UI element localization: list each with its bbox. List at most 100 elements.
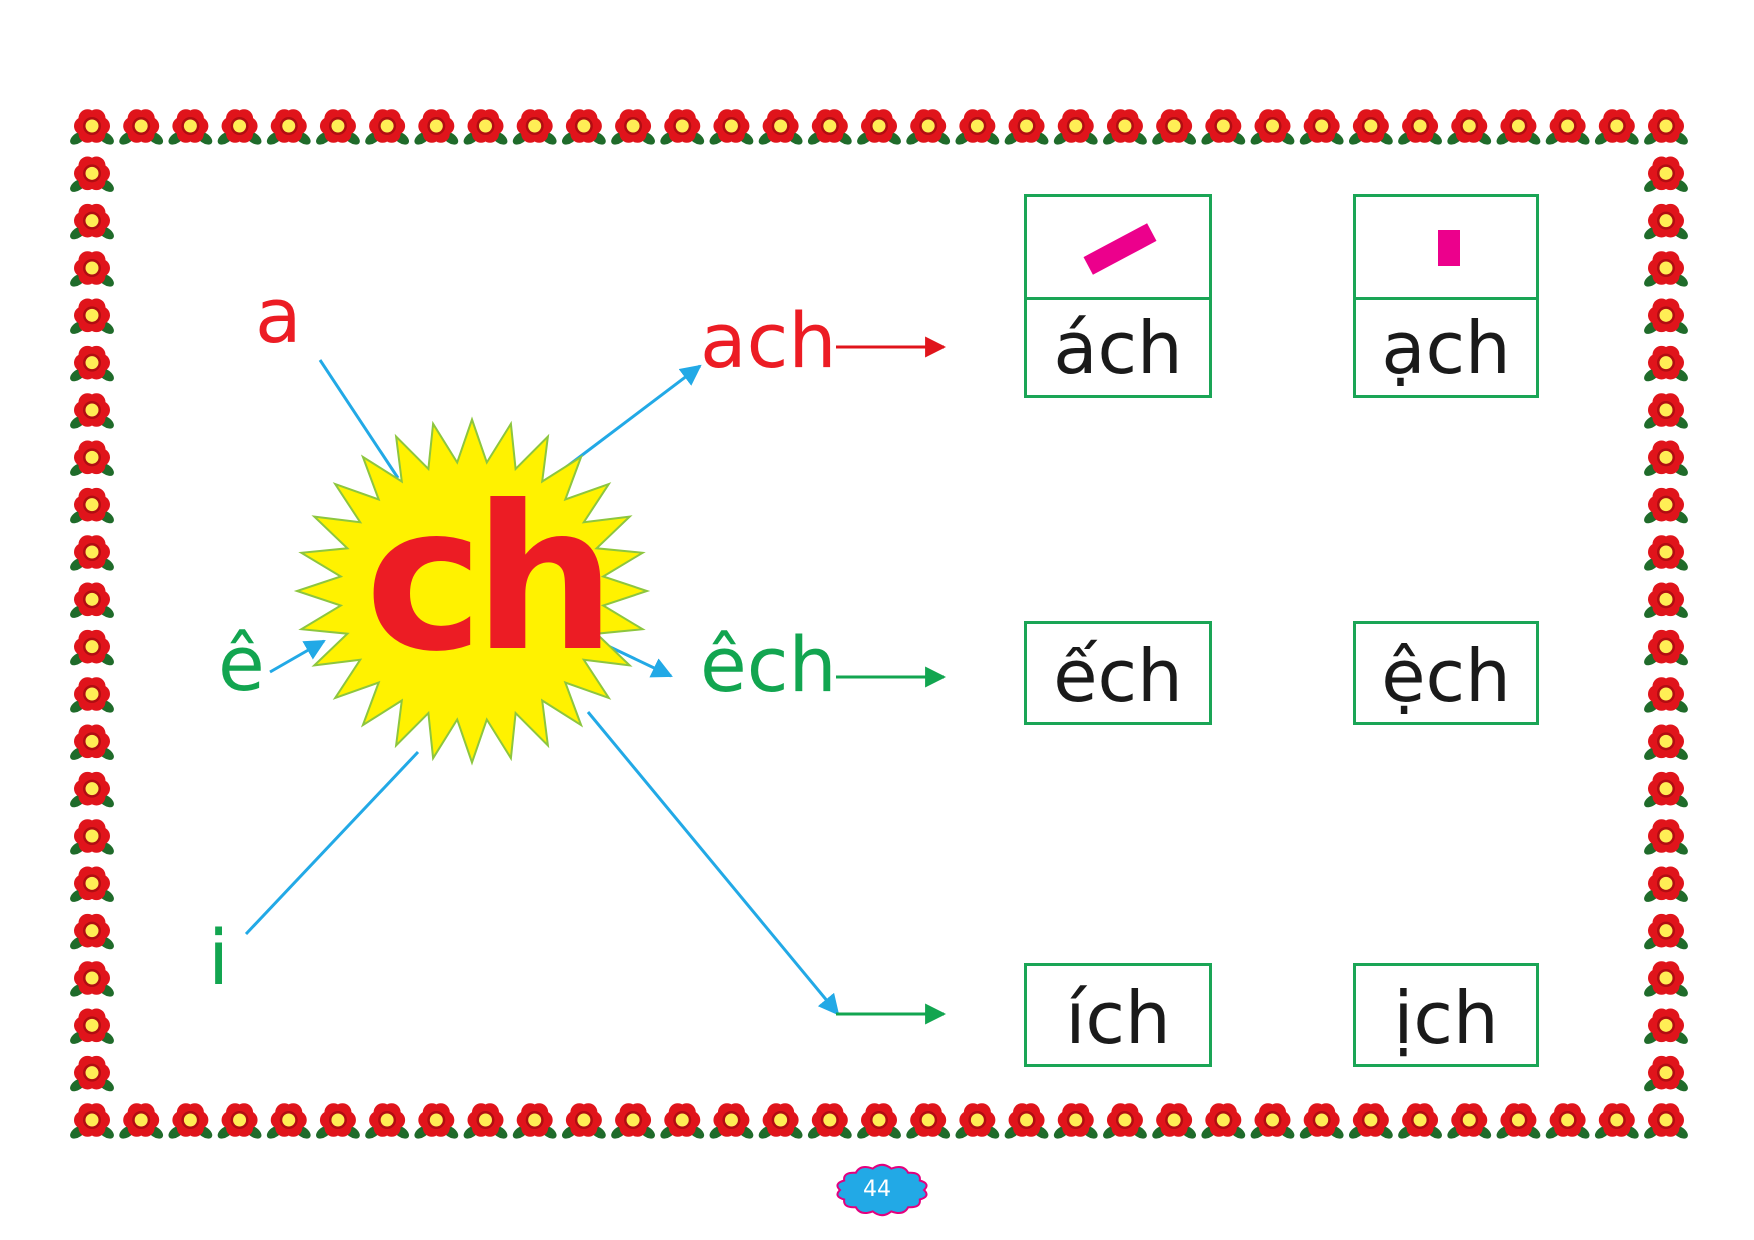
flower-icon	[70, 156, 114, 192]
flower-icon	[1644, 393, 1688, 429]
flower-icon	[365, 109, 410, 145]
flower-icon	[70, 345, 114, 382]
flower-icon	[709, 1103, 754, 1139]
flower-icon	[1644, 677, 1688, 713]
flower-icon	[119, 1103, 164, 1139]
flower-icon	[70, 771, 114, 808]
center-label: ch	[365, 463, 616, 696]
flower-icon	[906, 109, 951, 145]
flower-icon	[70, 535, 114, 571]
flower-icon	[266, 109, 311, 145]
flower-icon	[660, 1103, 705, 1139]
card-ach-sac: ách	[1024, 194, 1212, 398]
flower-icon	[807, 1103, 852, 1139]
flower-icon	[1644, 1055, 1688, 1092]
nang-tone-icon	[1438, 230, 1460, 266]
flower-icon	[512, 109, 557, 145]
syllable-ech: êch	[700, 620, 837, 709]
flower-icon	[217, 109, 262, 145]
flower-icon	[414, 1103, 459, 1139]
flower-icon	[1644, 345, 1688, 382]
flower-icon	[1398, 1103, 1442, 1139]
flower-icon	[168, 109, 213, 145]
flower-icon	[807, 109, 852, 145]
starburst-shape	[293, 416, 651, 766]
flower-icon	[463, 109, 508, 145]
page-badge-icon	[836, 1163, 928, 1217]
flower-icon	[1348, 1103, 1393, 1139]
flower-icon	[1644, 819, 1688, 855]
arrow-to-ich	[586, 711, 840, 1016]
flower-icon	[758, 109, 803, 145]
vowel-a: a	[255, 271, 302, 360]
vowel-i: i	[208, 913, 230, 1002]
flower-icon	[955, 1103, 1000, 1139]
flower-icon	[414, 109, 459, 145]
flower-icon	[512, 1103, 557, 1139]
connector-i	[244, 750, 420, 936]
flower-icon	[217, 1103, 262, 1139]
flower-icon	[1644, 487, 1688, 524]
flower-icon	[1447, 1103, 1492, 1139]
flower-icon	[70, 1008, 114, 1044]
flower-icon	[709, 109, 754, 145]
flower-icon	[70, 677, 114, 713]
flower-icon	[857, 1103, 901, 1139]
flower-icon	[1644, 109, 1688, 145]
flower-icon	[1299, 1103, 1344, 1139]
flower-icon	[70, 251, 114, 287]
card-ech-nang: ệch	[1353, 621, 1539, 725]
flower-icon	[266, 1103, 311, 1139]
flower-icon	[1152, 1103, 1197, 1139]
flower-icon	[660, 109, 705, 145]
flower-icon	[1644, 156, 1688, 192]
flower-icon	[70, 582, 114, 618]
flower-icon	[1644, 582, 1688, 618]
flower-icon	[1201, 1103, 1246, 1139]
flower-icon	[168, 1103, 213, 1139]
flower-icon	[1299, 109, 1344, 145]
flower-icon	[70, 961, 114, 997]
flower-icon	[70, 109, 114, 145]
flower-icon	[1447, 109, 1492, 145]
flower-icon	[1053, 109, 1098, 145]
flower-icon	[70, 487, 114, 524]
flower-icon	[1545, 1103, 1590, 1139]
card-ech-sac: ếch	[1024, 621, 1212, 725]
flower-icon	[70, 724, 114, 760]
flower-icon	[1594, 109, 1639, 145]
card-tone-area	[1027, 197, 1209, 300]
flower-icon	[1644, 535, 1688, 571]
flower-icon	[1644, 866, 1688, 902]
card-word: ích	[1065, 976, 1171, 1060]
flower-icon	[758, 1103, 803, 1139]
page-number: 44	[863, 1177, 891, 1202]
flower-icon	[316, 109, 360, 145]
flower-icon	[1103, 1103, 1147, 1139]
flower-icon	[70, 440, 114, 476]
syllable-ach: ach	[700, 296, 837, 385]
flower-icon	[1545, 109, 1590, 145]
flower-icon	[70, 1103, 114, 1139]
sac-tone-icon	[1083, 223, 1157, 275]
flower-icon	[906, 1103, 951, 1139]
flower-icon	[1348, 109, 1393, 145]
card-word: ạch	[1381, 306, 1511, 390]
flower-icon	[1644, 629, 1688, 666]
flower-icon	[1496, 109, 1541, 145]
flower-icon	[1594, 1103, 1639, 1139]
flower-icon	[1250, 1103, 1295, 1139]
connector-a	[318, 359, 400, 479]
arrow-to-ech	[607, 644, 673, 678]
arrow-to-ach	[564, 364, 702, 470]
flower-icon	[70, 203, 114, 240]
flower-icon	[1103, 109, 1147, 145]
card-ich-nang: ịch	[1353, 963, 1539, 1067]
card-word: ệch	[1381, 634, 1511, 718]
card-word: ách	[1053, 306, 1183, 390]
flower-icon	[119, 109, 164, 145]
flower-icon	[1644, 1103, 1688, 1139]
flower-icon	[1644, 961, 1688, 997]
